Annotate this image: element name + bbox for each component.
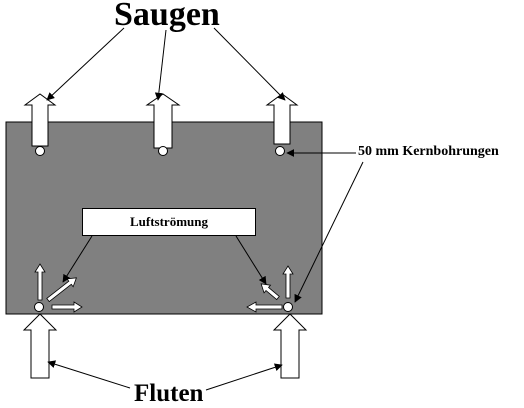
airflow-arrow-right-left	[246, 301, 283, 313]
flooding-arrow-right	[272, 313, 308, 379]
airflow-arrow-left-up	[34, 263, 46, 301]
suction-arrow-right	[265, 93, 299, 145]
suction-arrow-middle	[145, 93, 181, 149]
leader-airflow-left	[62, 235, 93, 283]
leader-suction-right	[213, 27, 286, 101]
airflow-arrow-right-up	[282, 265, 294, 299]
leader-suction-middle	[154, 29, 167, 101]
leader-flooding-left	[47, 360, 131, 389]
flooding-arrow-left	[22, 313, 58, 379]
flooding-label: Fluten	[134, 380, 204, 407]
core-bore-bottom-left	[34, 302, 44, 312]
leader-bore-bottom	[294, 161, 364, 303]
leader-suction-left	[46, 27, 125, 101]
airflow-label-box: Luftströmung	[82, 208, 256, 236]
airflow-arrow-left-right	[51, 301, 83, 313]
leader-flooding-right	[205, 363, 283, 391]
leader-airflow-right	[235, 235, 267, 285]
core-bore-bottom-right	[283, 302, 293, 312]
core-bore-top-left	[35, 146, 45, 156]
core-bores-label: 50 mm Kernbohrungen	[358, 144, 499, 159]
core-bore-top-right	[275, 146, 285, 156]
airflow-label: Luftströmung	[129, 214, 208, 229]
core-bore-top-middle	[158, 146, 168, 156]
suction-label: Saugen	[114, 0, 220, 33]
